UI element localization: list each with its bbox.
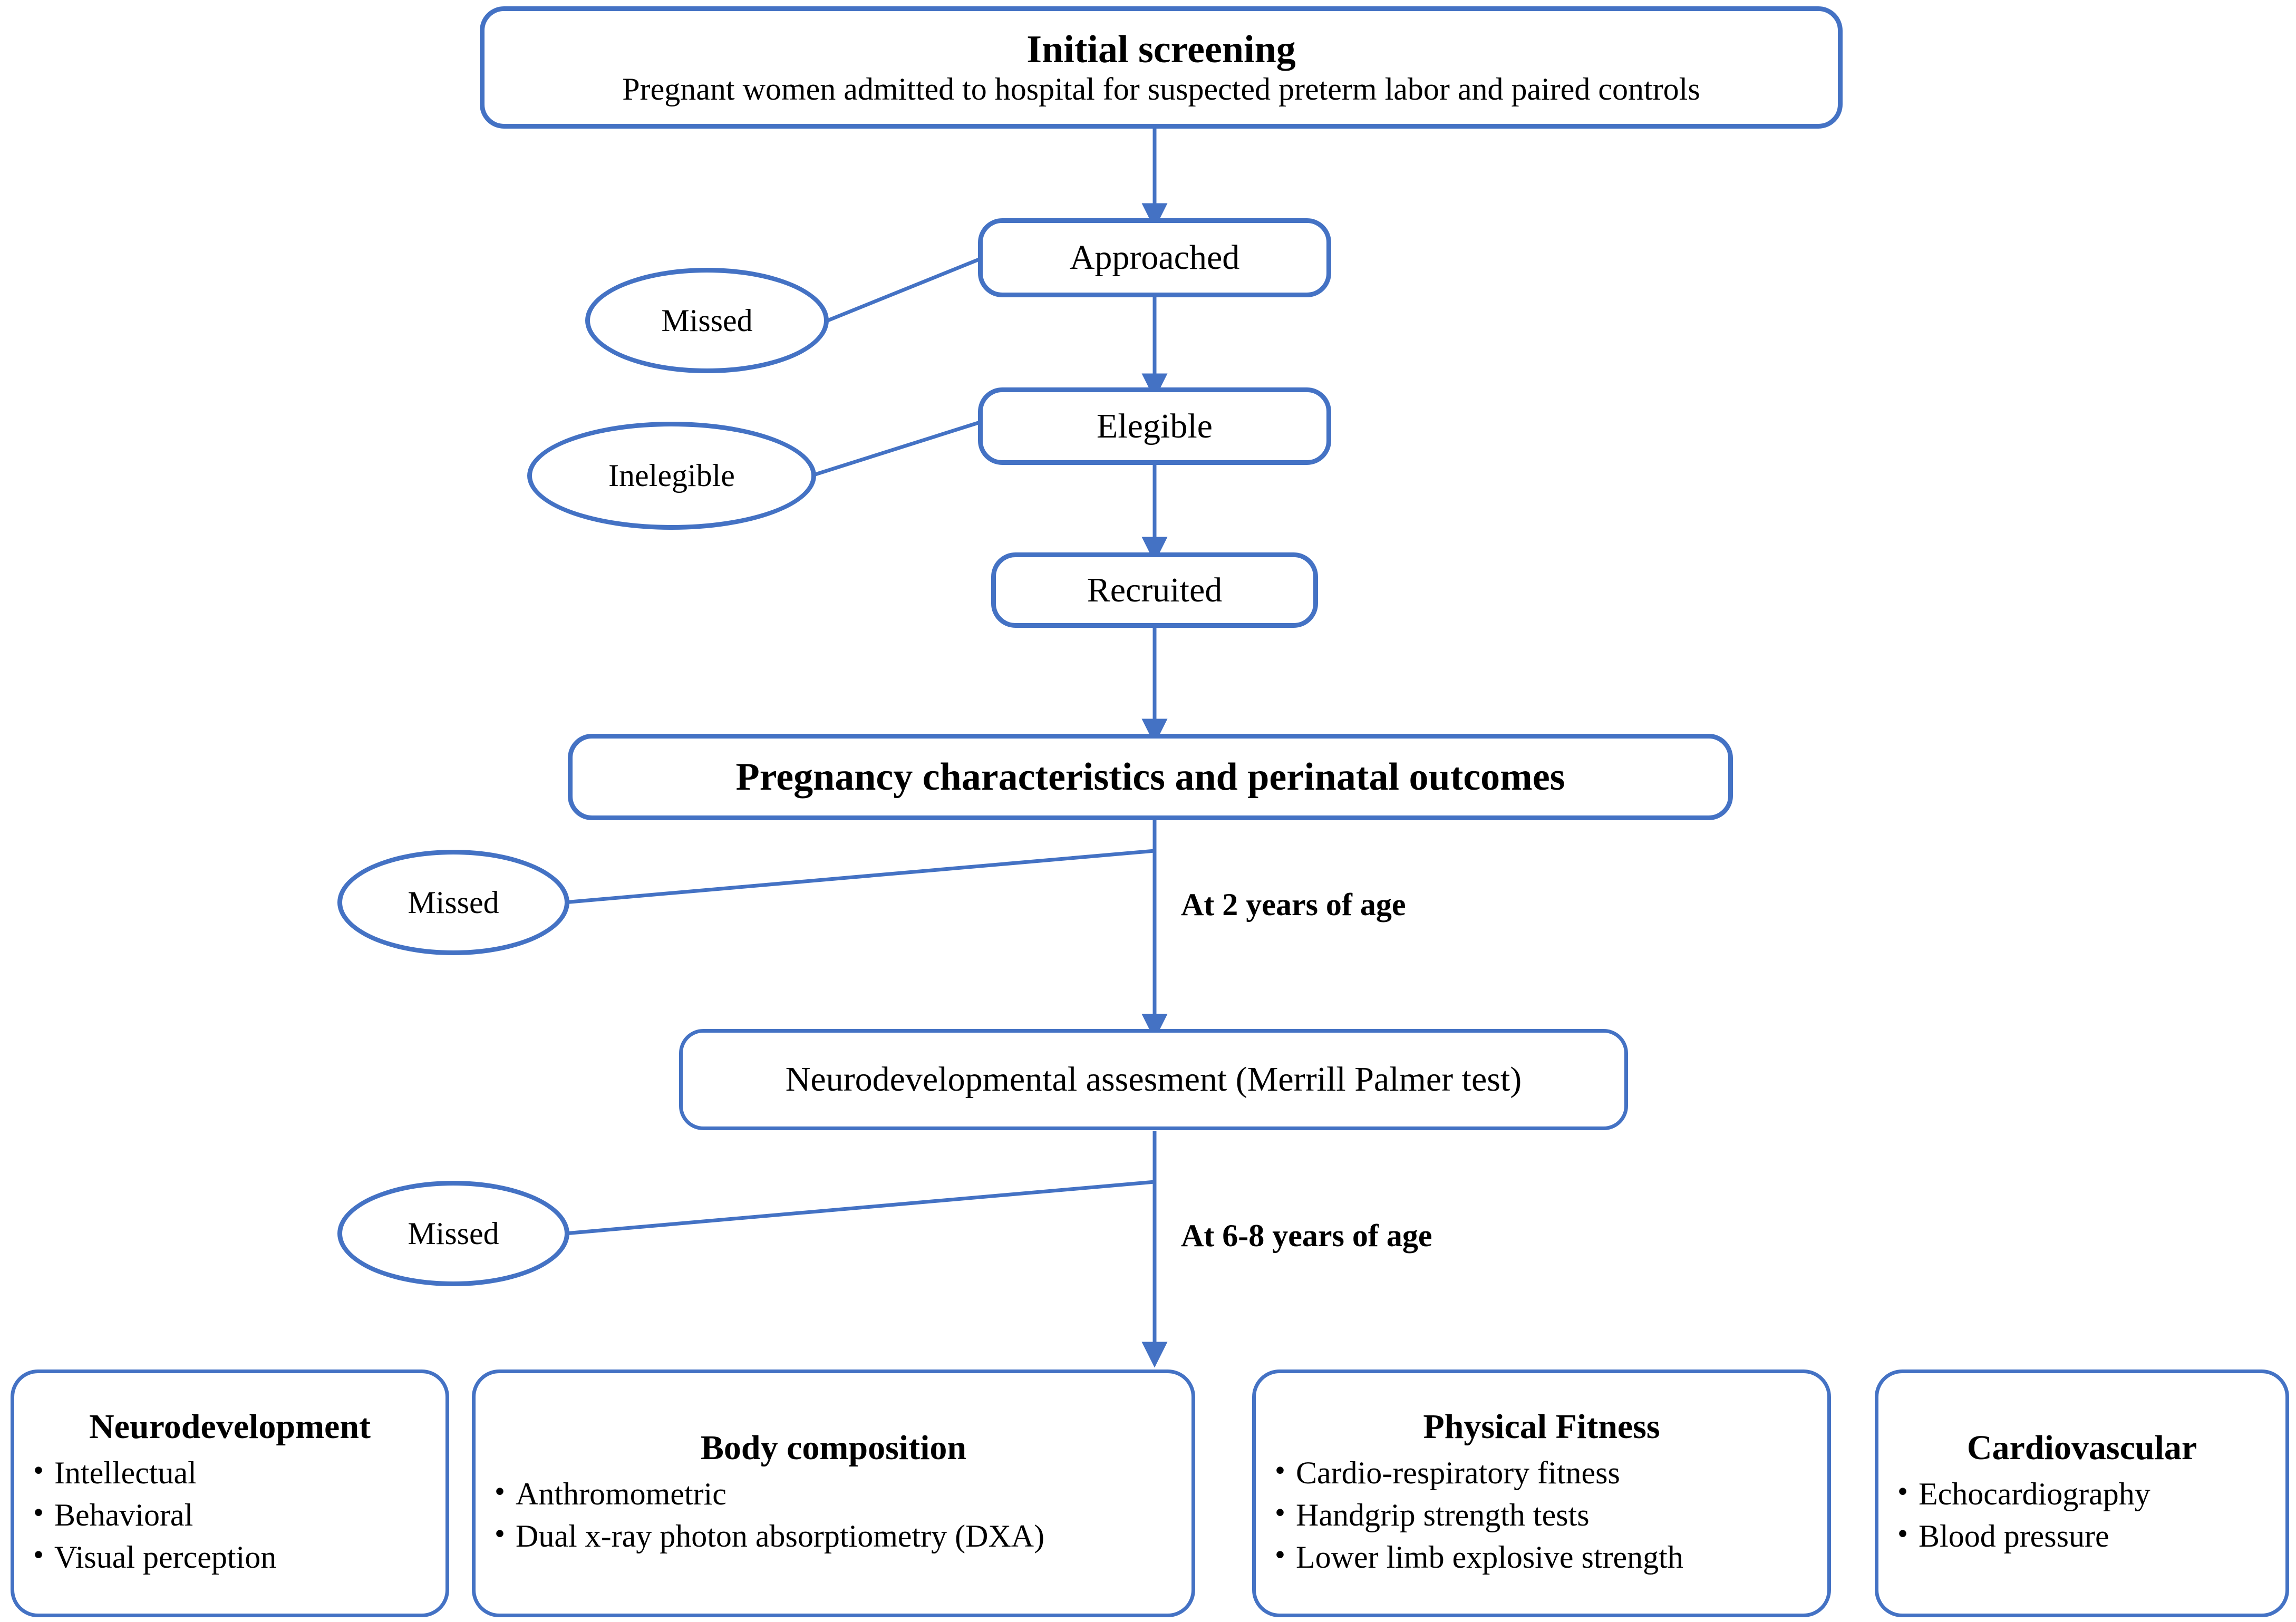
node-pregnancy-outcomes[interactable]: Pregnancy characteristics and perinatal …: [568, 734, 1733, 820]
outcome-box-neurodevelopment[interactable]: Neurodevelopment Intellectual Behavioral…: [11, 1370, 449, 1617]
list-item: Dual x-ray photon absorptiometry (DXA): [495, 1514, 1182, 1557]
outcome-title-neurodevelopment: Neurodevelopment: [89, 1407, 371, 1446]
node-neurodevelopmental-assessment[interactable]: Neurodevelopmental assesment (Merrill Pa…: [679, 1029, 1628, 1130]
node-initial-screening[interactable]: Initial screening Pregnant women admitte…: [480, 6, 1843, 129]
approached-label: Approached: [1069, 238, 1240, 277]
leader-missed-approached: [827, 256, 983, 323]
outcome-list-physical-fitness: Cardio-respiratory fitness Handgrip stre…: [1265, 1451, 1818, 1579]
eligible-label: Elegible: [1097, 406, 1213, 445]
outcome-box-body-composition[interactable]: Body composition Anthromometric Dual x-r…: [472, 1370, 1195, 1617]
node-approached[interactable]: Approached: [978, 218, 1331, 297]
ellipse-missed-2y[interactable]: Missed: [337, 850, 569, 955]
missed-approached-label: Missed: [661, 303, 753, 338]
edge-label-at-2-years: At 2 years of age: [1181, 887, 1406, 922]
outcome-list-body-composition: Anthromometric Dual x-ray photon absorpt…: [485, 1472, 1182, 1558]
missed-6to8y-label: Missed: [408, 1216, 499, 1251]
missed-2y-label: Missed: [408, 885, 499, 920]
initial-screening-subtitle: Pregnant women admitted to hospital for …: [622, 71, 1700, 106]
outcome-list-cardiovascular: Echocardiography Blood pressure: [1888, 1472, 2276, 1558]
ellipse-missed-approached[interactable]: Missed: [585, 268, 829, 373]
list-item: Behavioral: [33, 1493, 436, 1536]
node-eligible[interactable]: Elegible: [978, 387, 1331, 465]
ellipse-missed-6to8y[interactable]: Missed: [337, 1181, 569, 1286]
ineligible-label: Inelegible: [608, 458, 735, 493]
recruited-label: Recruited: [1087, 570, 1223, 609]
outcome-list-neurodevelopment: Intellectual Behavioral Visual perceptio…: [24, 1451, 436, 1579]
outcome-title-cardiovascular: Cardiovascular: [1966, 1429, 2197, 1468]
list-item: Anthromometric: [495, 1472, 1182, 1515]
neuro-assessment-label: Neurodevelopmental assesment (Merrill Pa…: [785, 1060, 1522, 1099]
outcome-title-physical-fitness: Physical Fitness: [1423, 1407, 1660, 1446]
leader-missed-6to8y: [565, 1180, 1155, 1236]
ellipse-ineligible[interactable]: Inelegible: [527, 422, 816, 530]
initial-screening-title: Initial screening: [1026, 27, 1296, 71]
outcome-title-body-composition: Body composition: [700, 1429, 967, 1468]
list-item: Visual perception: [33, 1535, 436, 1578]
list-item: Lower limb explosive strength: [1275, 1535, 1818, 1578]
list-item: Echocardiography: [1897, 1472, 2276, 1515]
list-item: Handgrip strength tests: [1275, 1493, 1818, 1536]
list-item: Cardio-respiratory fitness: [1275, 1451, 1818, 1494]
leader-missed-2y: [564, 849, 1155, 905]
edge-label-at-6-8-years: At 6-8 years of age: [1181, 1218, 1432, 1253]
list-item: Intellectual: [33, 1451, 436, 1494]
outcome-box-cardiovascular[interactable]: Cardiovascular Echocardiography Blood pr…: [1875, 1370, 2289, 1617]
list-item: Blood pressure: [1897, 1514, 2276, 1557]
node-recruited[interactable]: Recruited: [991, 552, 1318, 628]
outcome-box-physical-fitness[interactable]: Physical Fitness Cardio-respiratory fitn…: [1252, 1370, 1831, 1617]
leader-ineligible: [811, 420, 983, 478]
pregnancy-outcomes-label: Pregnancy characteristics and perinatal …: [735, 755, 1565, 799]
